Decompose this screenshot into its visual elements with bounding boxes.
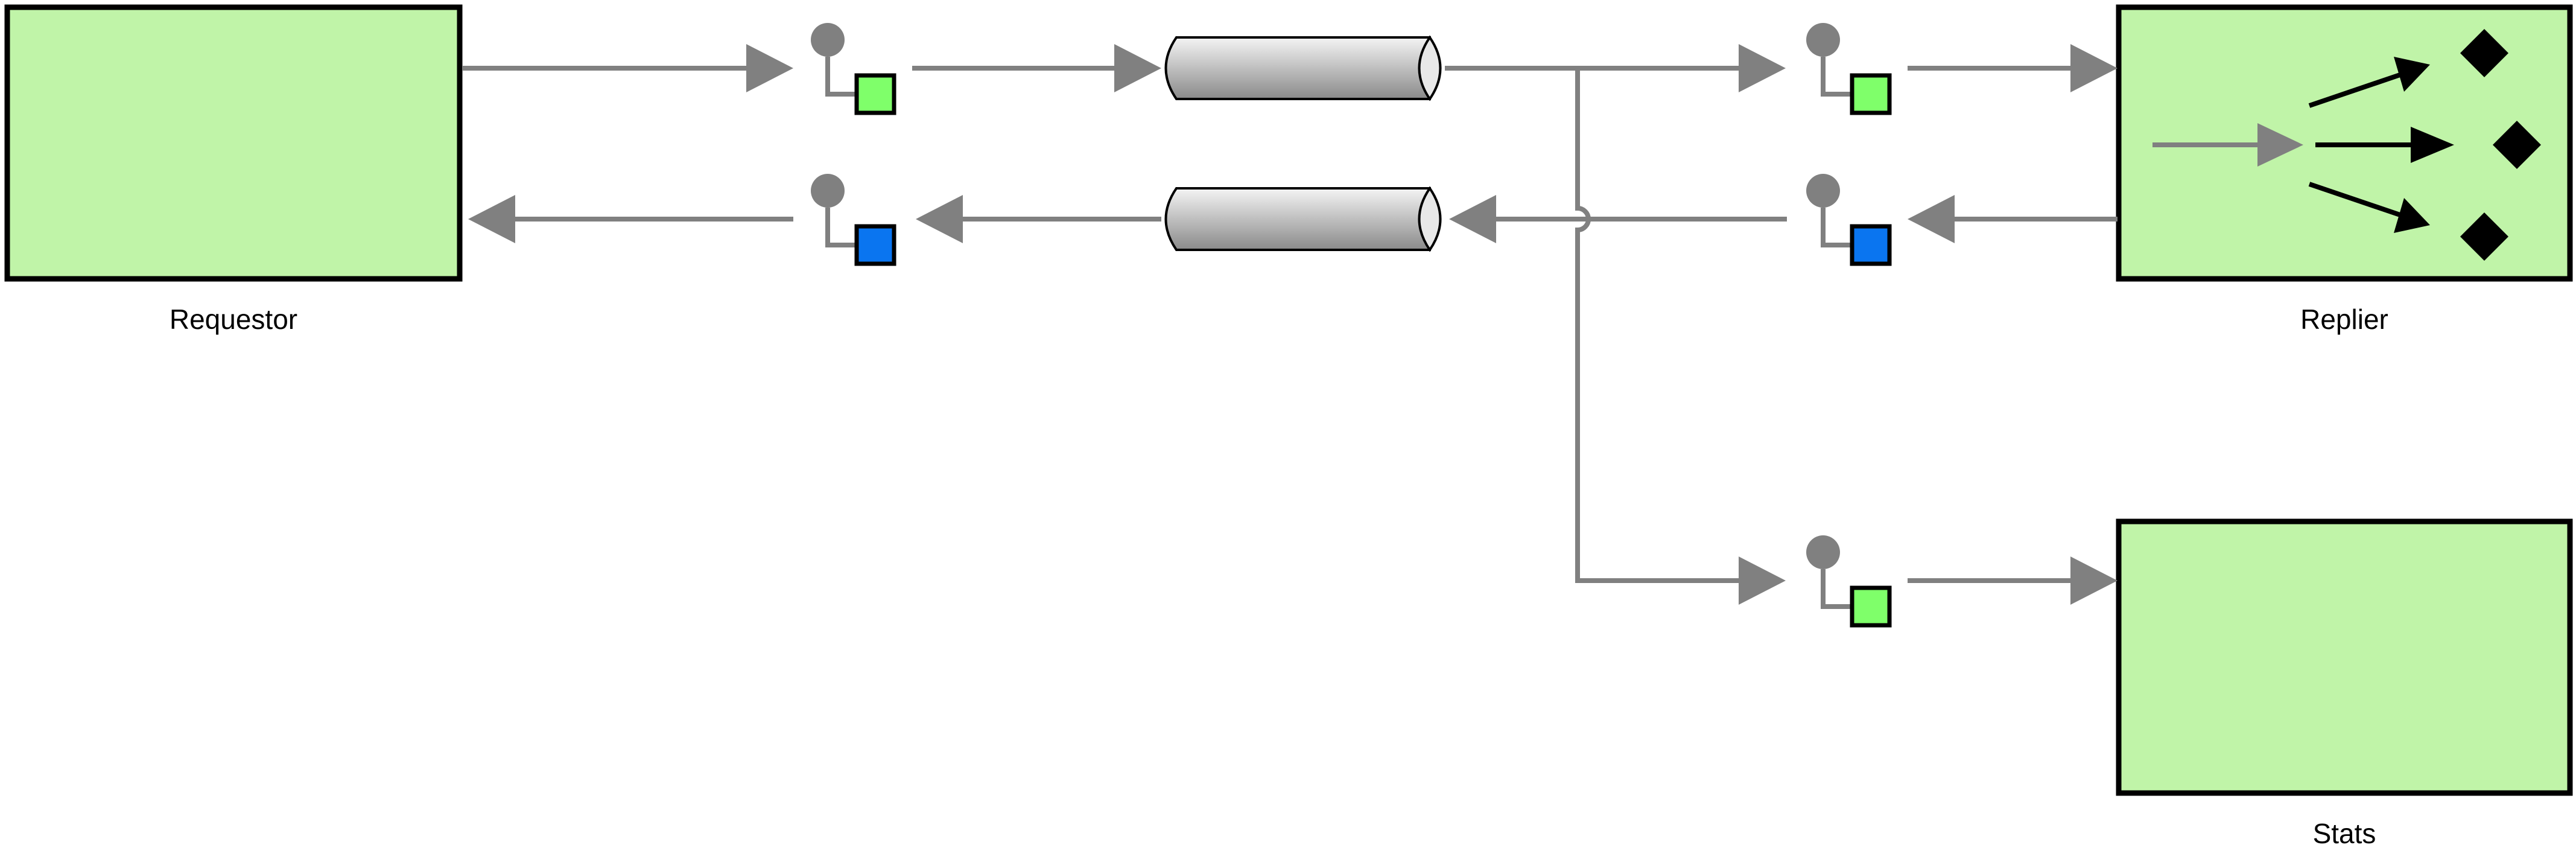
reply-channel-icon	[1164, 186, 1442, 252]
requestor-label: Requestor	[170, 304, 297, 335]
reply-connectors	[468, 195, 2118, 243]
request-channel-icon	[1164, 35, 1442, 101]
stats-box[interactable]	[2116, 518, 2573, 796]
recipient-list-icon	[2152, 29, 2541, 261]
replier-send-endpoint-icon	[1806, 174, 1892, 266]
request-connectors	[462, 44, 2118, 605]
requestor-send-endpoint-icon	[811, 23, 896, 115]
requestor-receive-endpoint-icon	[811, 174, 896, 266]
replier-label: Replier	[2300, 304, 2388, 335]
requestor-box[interactable]	[4, 4, 463, 282]
stats-receive-endpoint-icon	[1806, 535, 1892, 628]
stats-label: Stats	[2313, 818, 2376, 849]
replier-receive-endpoint-icon	[1806, 23, 1892, 115]
